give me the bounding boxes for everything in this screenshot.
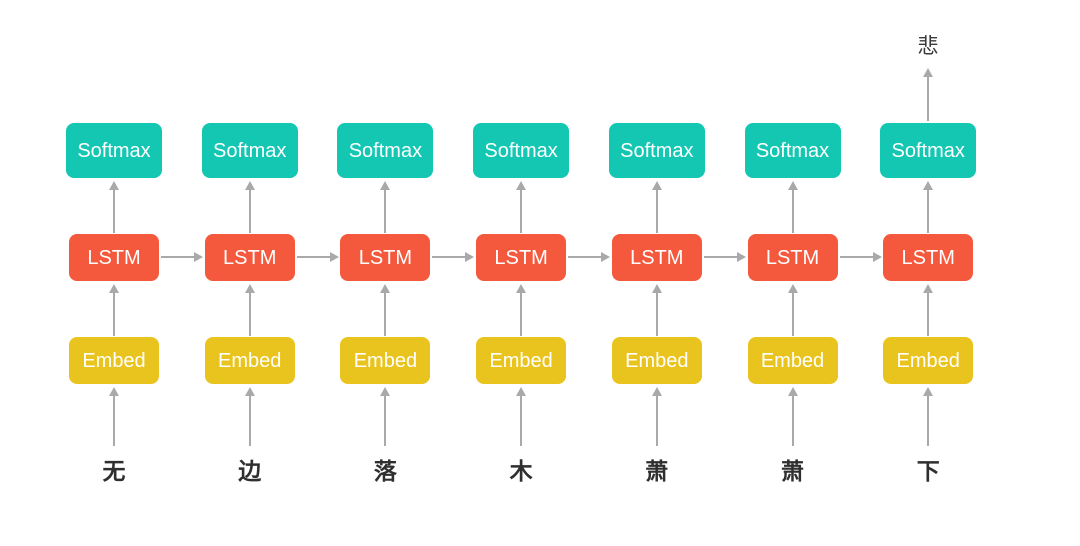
embed-box: Embed [476,337,567,384]
embed-box: Embed [747,337,838,384]
lstm-label: LSTM [87,246,141,269]
lstm-box: LSTM [204,234,295,281]
softmax-label: Softmax [620,139,694,162]
softmax-box: Softmax [880,123,977,178]
lstm-box: LSTM [883,234,974,281]
network-column: Softmax LSTM Embed 落 [317,0,475,546]
softmax-label: Softmax [77,139,151,162]
lstm-label: LSTM [765,246,820,269]
arrow-softmax-to-output-icon [923,68,934,121]
input-character: 萧 [645,458,669,484]
embed-label: Embed [760,349,825,372]
arrow-lstm-to-softmax-icon [380,181,391,233]
arrow-lstm-to-softmax-icon [651,181,662,233]
embed-label: Embed [82,349,146,372]
softmax-box: Softmax [608,123,705,178]
embed-box: Embed [340,337,431,384]
network-column: Softmax LSTM Embed 边 [182,0,339,546]
softmax-box: Softmax [744,123,841,178]
lstm-box: LSTM [340,234,431,281]
arrow-input-to-embed-icon [651,387,662,446]
network-column: Softmax LSTM Embed 萧 [725,0,882,546]
embed-label: Embed [625,349,689,372]
arrow-embed-to-lstm-icon [516,284,527,336]
arrow-lstm-to-softmax-icon [787,181,798,233]
arrow-lstm-to-softmax-icon [109,181,119,233]
embed-box: Embed [204,337,295,384]
network-column: Softmax LSTM Embed 下 [860,0,996,546]
embed-box: Embed [611,337,702,384]
embed-box: Embed [883,337,974,384]
lstm-label: LSTM [901,246,955,269]
arrow-lstm-to-next-lstm-icon [568,252,611,262]
arrow-lstm-to-softmax-icon [244,181,255,233]
input-character: 落 [373,458,397,484]
lstm-box: LSTM [747,234,838,281]
arrow-input-to-embed-icon [516,387,527,446]
softmax-label: Softmax [213,139,287,162]
embed-label: Embed [896,349,960,372]
arrow-input-to-embed-icon [109,387,119,446]
lstm-box: LSTM [69,234,159,281]
arrow-embed-to-lstm-icon [380,284,391,336]
input-character: 边 [238,458,262,484]
arrow-lstm-to-next-lstm-icon [703,252,746,262]
arrow-input-to-embed-icon [787,387,798,446]
softmax-box: Softmax [337,123,434,178]
input-character: 萧 [781,458,804,484]
lstm-box: LSTM [611,234,702,281]
softmax-box: Softmax [473,123,570,178]
arrow-embed-to-lstm-icon [923,284,934,336]
network-column: Softmax LSTM Embed 无 [46,0,203,546]
lstm-label: LSTM [494,246,548,269]
output-character: 悲 [917,35,939,58]
softmax-label: Softmax [891,139,965,162]
arrow-lstm-to-softmax-icon [516,181,527,233]
arrow-embed-to-lstm-icon [787,284,798,336]
arrow-embed-to-lstm-icon [651,284,662,336]
arrow-lstm-to-next-lstm-icon [161,252,203,262]
embed-label: Embed [489,349,553,372]
arrow-lstm-to-next-lstm-icon [432,252,475,262]
lstm-label: LSTM [223,246,277,269]
softmax-label: Softmax [755,139,830,162]
arrow-lstm-to-next-lstm-icon [839,252,882,262]
softmax-box: Softmax [66,123,162,178]
embed-box: Embed [69,337,159,384]
arrow-input-to-embed-icon [923,387,934,446]
arrow-embed-to-lstm-icon [244,284,255,336]
softmax-label: Softmax [484,139,558,162]
arrow-lstm-to-next-lstm-icon [296,252,339,262]
input-character: 下 [916,458,940,484]
network-column: Softmax LSTM Embed 萧 [589,0,746,546]
lstm-label: LSTM [630,246,684,269]
arrow-lstm-to-softmax-icon [923,181,934,233]
softmax-label: Softmax [348,139,423,162]
arrow-input-to-embed-icon [244,387,255,446]
lstm-label: LSTM [358,246,413,269]
arrow-input-to-embed-icon [380,387,391,446]
input-character: 木 [509,458,533,484]
lstm-box: LSTM [476,234,567,281]
embed-label: Embed [218,349,282,372]
arrow-embed-to-lstm-icon [109,284,119,336]
input-character: 无 [102,458,126,484]
network-column: Softmax LSTM Embed 木 [453,0,611,546]
embed-label: Embed [353,349,418,372]
softmax-box: Softmax [201,123,298,178]
